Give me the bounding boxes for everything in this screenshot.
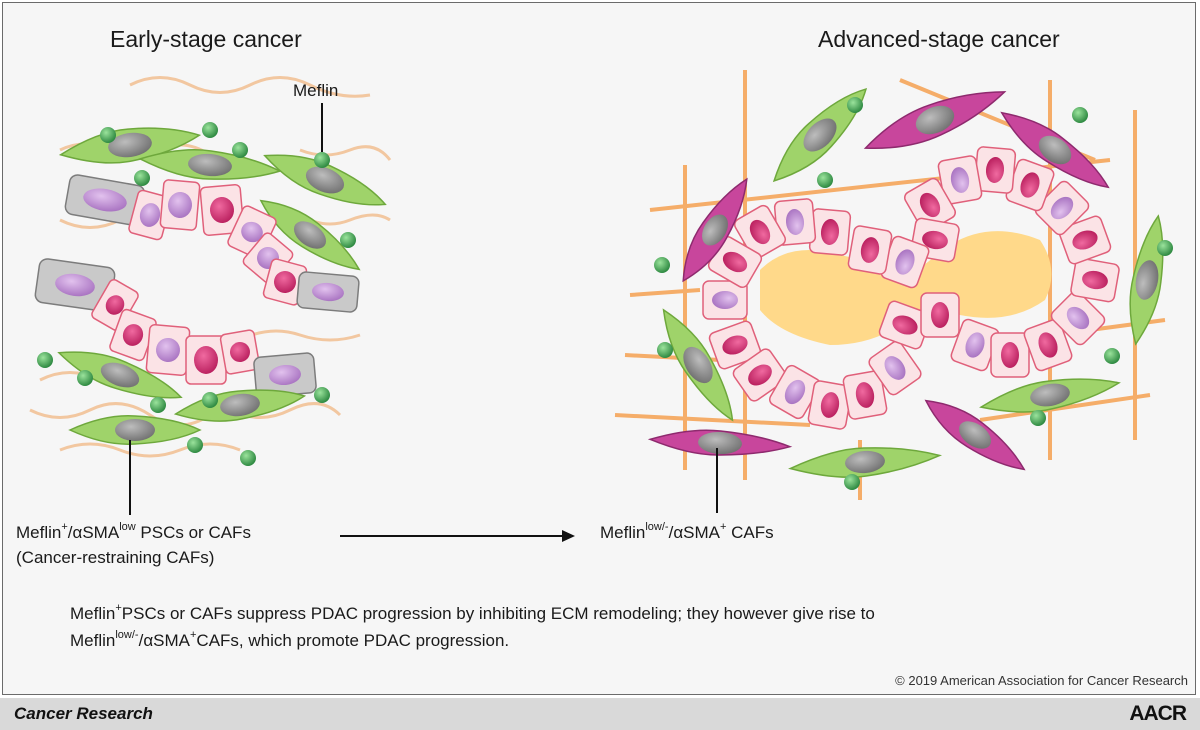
epithelial-cell: [1058, 215, 1112, 265]
epithelial-cell: [1034, 180, 1090, 236]
green-caf: [1129, 214, 1164, 346]
green-caf-group-upper: [58, 127, 387, 271]
grey-cell: [64, 174, 146, 226]
grey-cell: [253, 352, 317, 398]
transition-arrow: [340, 530, 575, 542]
early-stage-title: Early-stage cancer: [110, 26, 302, 52]
epithelial-cell: [920, 292, 960, 338]
magenta-caf: [1000, 111, 1110, 189]
green-caf: [772, 87, 868, 183]
advanced-gland: [702, 146, 1120, 430]
epithelial-cell: [990, 332, 1030, 378]
meflin-dots-advanced: [654, 97, 1173, 490]
epithelial-cell: [199, 184, 245, 236]
epithelial-cell: [1005, 158, 1055, 212]
magenta-caf: [924, 399, 1026, 471]
green-caf-group-lower: [57, 351, 307, 445]
green-caf: [68, 415, 202, 445]
epithelial-cell: [950, 318, 1000, 372]
epithelial-cell: [880, 235, 930, 289]
epithelial-cell: [807, 380, 853, 430]
grey-cell: [296, 271, 360, 313]
journal-name: Cancer Research: [14, 704, 153, 723]
epithelial-cell: [185, 335, 227, 385]
epithelial-cell: [262, 258, 308, 306]
footer-bar: [0, 698, 1200, 730]
lumen: [760, 231, 1052, 345]
green-caf: [173, 389, 307, 422]
meflin-dots-early: [37, 122, 356, 466]
epithelial-cell: [1050, 290, 1106, 346]
right-caf-label: Meflinlow/-/αSMA+ CAFs: [600, 521, 774, 542]
grey-cell: [34, 258, 116, 312]
green-caf: [57, 351, 183, 399]
epithelial-cell: [732, 348, 788, 402]
figure-caption: Meflin+PSCs or CAFs suppress PDAC progre…: [70, 600, 875, 654]
epithelial-cell: [219, 329, 261, 375]
epithelial-cell: [159, 179, 201, 231]
green-caf: [259, 199, 361, 271]
epithelial-cell: [1070, 257, 1120, 303]
epithelial-cell: [973, 146, 1017, 194]
epithelial-cell: [773, 198, 817, 246]
magenta-caf: [863, 91, 1007, 150]
aacr-logo: AACR: [1129, 702, 1187, 725]
epithelial-cell: [868, 340, 922, 396]
epithelial-cell: [937, 155, 983, 205]
green-caf: [138, 149, 282, 180]
epithelial-cell: [1023, 318, 1073, 372]
green-caf: [788, 447, 943, 478]
green-caf: [263, 154, 387, 206]
advanced-cafs: [647, 87, 1164, 478]
epithelial-cell: [708, 320, 762, 370]
copyright-notice: © 2019 American Association for Cancer R…: [895, 673, 1188, 688]
epithelial-cell: [145, 324, 191, 376]
green-caf: [662, 308, 734, 422]
epithelial-cell: [733, 204, 787, 260]
epithelial-cell: [702, 280, 748, 320]
epithelial-cell: [109, 308, 157, 362]
epithelial-cell: [128, 189, 172, 241]
epithelial-cell: [878, 300, 932, 350]
epithelial-cell: [842, 370, 888, 420]
advanced-stage-title: Advanced-stage cancer: [818, 26, 1060, 52]
left-caf-label-line2: (Cancer-restraining CAFs): [16, 548, 215, 567]
early-gland-lower: [34, 258, 317, 398]
magenta-caf: [647, 429, 793, 456]
magenta-caf: [682, 177, 748, 283]
epithelial-cell: [847, 225, 893, 275]
meflin-label: Meflin: [293, 81, 339, 100]
early-gland-upper: [64, 174, 360, 313]
left-caf-label-line1: Meflin+/αSMAlow PSCs or CAFs: [16, 521, 251, 542]
caption-line1: Meflin+PSCs or CAFs suppress PDAC progre…: [70, 602, 875, 623]
caption-line2: Meflinlow/-/αSMA+CAFs, which promote PDA…: [70, 629, 510, 650]
epithelial-cell: [808, 208, 852, 256]
